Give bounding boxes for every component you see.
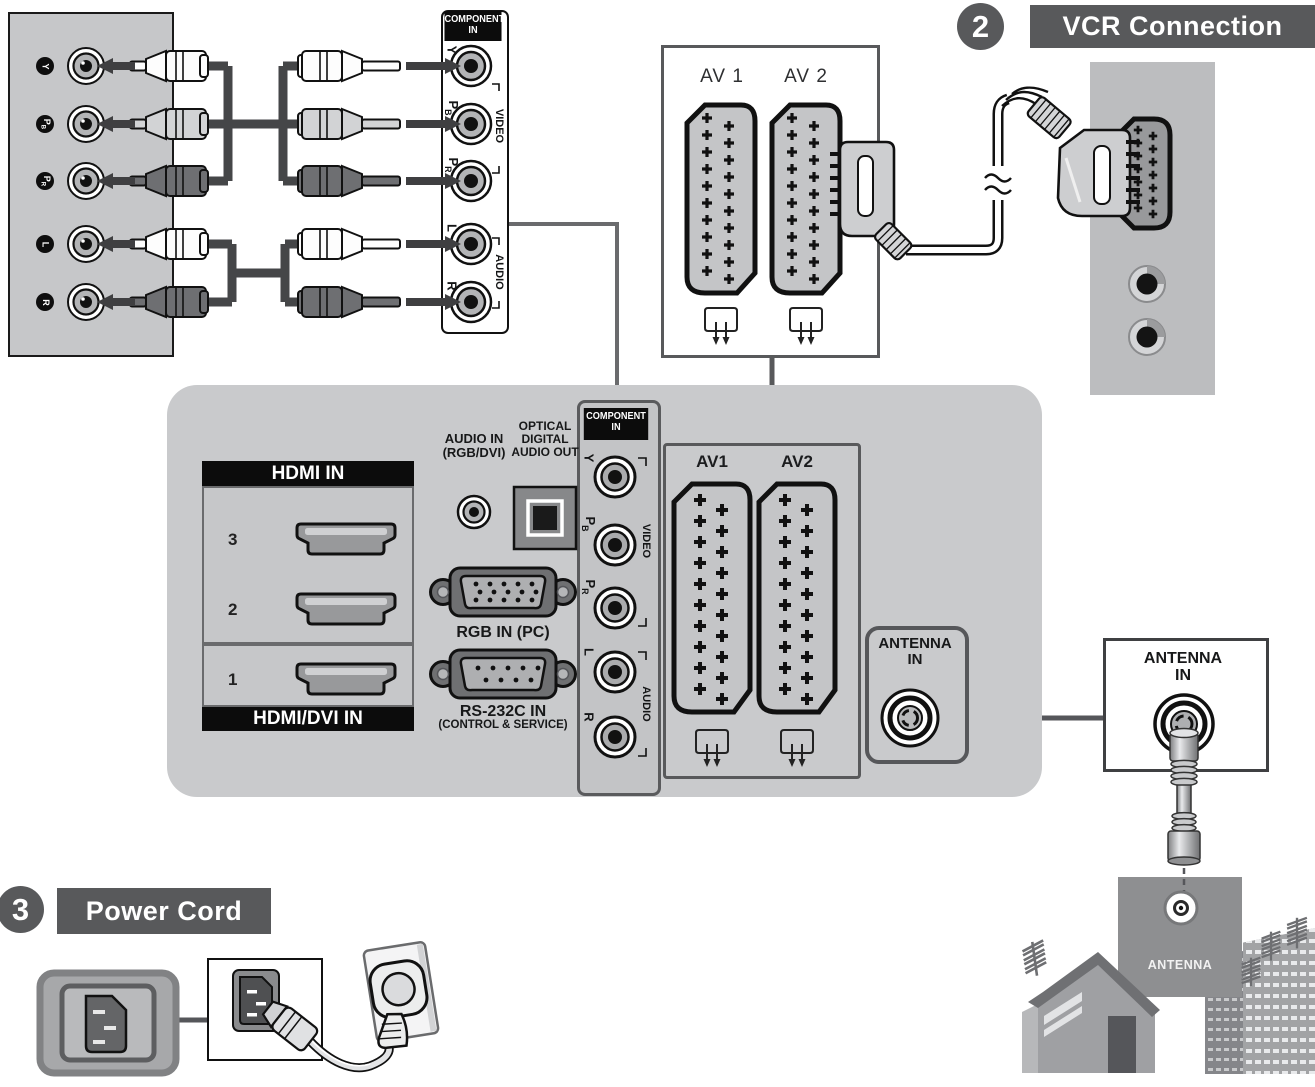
source-rca-jacks bbox=[67, 47, 105, 321]
hdmi-port-2-number: 2 bbox=[228, 600, 238, 619]
audio-in-jack bbox=[456, 494, 492, 530]
audio-group-label-top: AUDIO bbox=[493, 254, 505, 290]
optical-port bbox=[512, 485, 578, 551]
rca-plugs-right bbox=[297, 49, 401, 319]
rs232-sublabel: (CONTROL & SERVICE) bbox=[438, 719, 568, 731]
av1-label-top: AV 1 bbox=[700, 66, 744, 87]
component-in-header-back: COMPONENT IN bbox=[583, 408, 649, 440]
jack-label-pb: PB bbox=[443, 100, 461, 116]
rgb-in-label: RGB IN (PC) bbox=[456, 624, 550, 641]
component-back-jacks bbox=[593, 455, 637, 759]
audio-in-label: AUDIO IN(RGB/DVI) bbox=[442, 431, 506, 461]
c13-plug bbox=[261, 1000, 319, 1052]
hdmi-in-header: HDMI IN bbox=[202, 461, 414, 486]
video-group-label-top: VIDEO bbox=[493, 108, 505, 144]
scart-plug-av2 bbox=[830, 140, 913, 261]
rs232-connector bbox=[429, 648, 577, 700]
rgb-in-connector bbox=[429, 566, 577, 618]
house-and-antennas bbox=[1020, 916, 1309, 1073]
av2-label-back: AV2 bbox=[781, 452, 813, 471]
jack-label-pr-back: PR bbox=[580, 579, 598, 595]
antenna-plug bbox=[1167, 727, 1201, 900]
connection-arrows bbox=[97, 58, 461, 310]
scart-cable-illustration bbox=[830, 86, 1140, 261]
av2-label-top: AV 2 bbox=[784, 66, 828, 87]
schuko-plug bbox=[368, 959, 429, 1050]
source-jack-label-pb: PB bbox=[36, 115, 54, 133]
av1-label-back: AV1 bbox=[696, 452, 728, 471]
rs232-label: RS-232C IN bbox=[459, 703, 547, 720]
jack-label-r-back: R bbox=[581, 712, 597, 722]
power-plug-illustration bbox=[232, 941, 440, 1073]
source-jack-label-r: R bbox=[36, 293, 54, 311]
wall-plate-jack bbox=[1163, 890, 1199, 926]
rca-plugs-left bbox=[129, 49, 209, 319]
house bbox=[1022, 952, 1160, 1073]
step-badge-power: 3 bbox=[0, 886, 44, 933]
audio-group-label-back: AUDIO bbox=[640, 686, 652, 722]
antenna-cable-illustration bbox=[1153, 693, 1215, 926]
jack-label-l: L bbox=[444, 224, 460, 232]
hdmi-port-1-number: 1 bbox=[228, 670, 238, 689]
jack-label-pr: PR bbox=[443, 157, 461, 173]
antenna-coax-back bbox=[880, 688, 940, 748]
scart-box-back bbox=[663, 443, 861, 779]
building-tower-front bbox=[1243, 928, 1315, 1074]
antenna-wall-label: ANTENNA bbox=[1147, 958, 1213, 972]
back-panel-connectors bbox=[295, 455, 940, 768]
jack-label-r: R bbox=[444, 281, 460, 291]
power-inlet-illustration bbox=[36, 969, 180, 1077]
jack-label-l-back: L bbox=[581, 648, 597, 656]
vcr-connection-title-text: VCR Connection bbox=[1062, 11, 1283, 41]
component-in-header-top: COMPONENT IN bbox=[444, 11, 504, 41]
hdmi-port-3-number: 3 bbox=[228, 530, 238, 549]
step-badge-vcr: 2 bbox=[957, 3, 1004, 50]
vcr-rca-jacks bbox=[1128, 265, 1166, 356]
jack-label-y: Y bbox=[444, 45, 460, 55]
jack-label-y-back: Y bbox=[581, 453, 597, 463]
power-cord-title: Power Cord bbox=[57, 888, 271, 934]
source-jack-label-y: Y bbox=[36, 57, 54, 75]
hdmi-dvi-footer: HDMI/DVI IN bbox=[202, 707, 414, 731]
scart-plug-vcr bbox=[1026, 96, 1140, 218]
power-cord-title-text: Power Cord bbox=[85, 895, 243, 926]
scart-sockets-top bbox=[684, 102, 843, 346]
component-cables-illustration bbox=[67, 44, 500, 324]
video-group-label-back: VIDEO bbox=[640, 523, 652, 559]
jack-label-pb-back: PB bbox=[580, 516, 598, 532]
antenna-in-box-back bbox=[865, 626, 969, 764]
source-jack-label-pr: PR bbox=[36, 172, 54, 190]
source-jack-label-l: L bbox=[36, 235, 54, 253]
step-number: 2 bbox=[971, 8, 990, 44]
step-number: 3 bbox=[11, 891, 30, 927]
vcr-connection-title: VCR Connection bbox=[1030, 5, 1315, 48]
